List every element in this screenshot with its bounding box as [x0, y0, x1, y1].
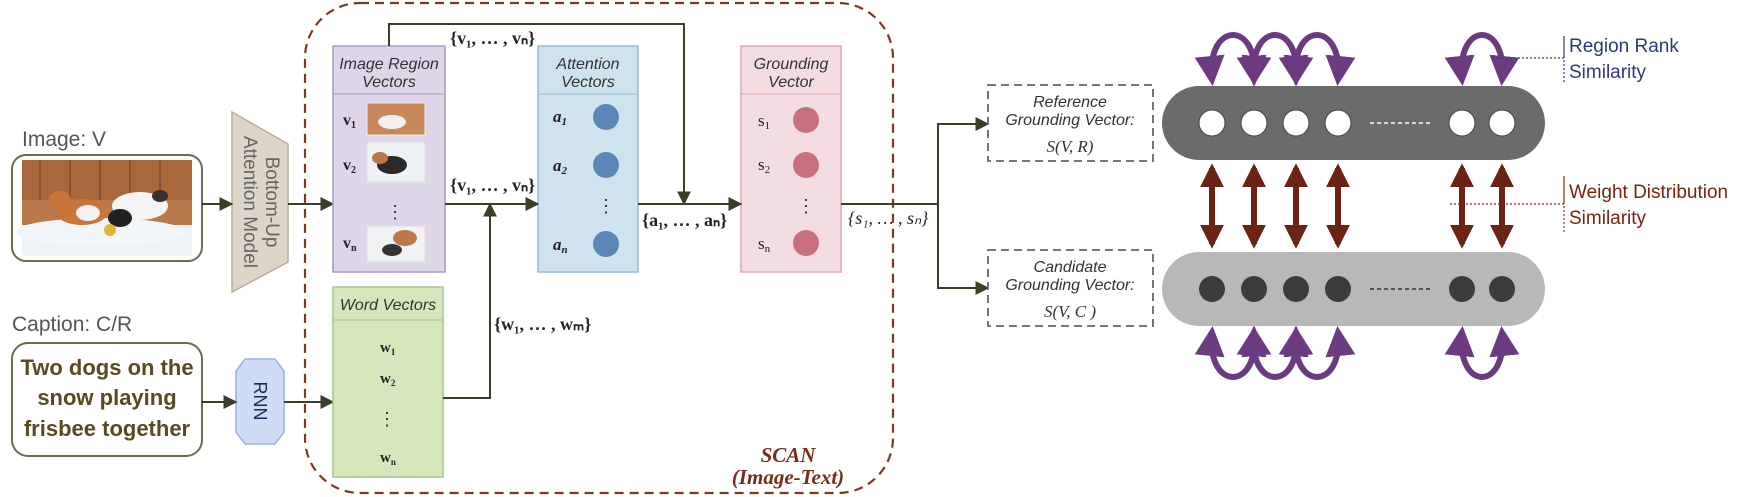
scan-subtitle: (Image-Text) — [732, 465, 844, 489]
svg-text:vn: vn — [343, 235, 357, 254]
grounding-title-2: Vector — [768, 74, 814, 91]
rnn-module — [235, 358, 285, 445]
set-v-mid: {v₁, … , vₙ} — [450, 175, 535, 195]
region-ellipsis: ⋮ — [386, 202, 404, 222]
reference-node-3 — [1282, 109, 1310, 137]
candidate-pill — [1162, 252, 1545, 326]
set-a: {a₁, … , aₙ} — [642, 210, 727, 230]
reference-node-5 — [1448, 109, 1476, 137]
word-vector-n: wn — [380, 450, 396, 467]
word-vectors-title: Word Vectors — [340, 297, 436, 314]
attention-ellipsis: ⋮ — [597, 196, 615, 216]
region-vector-1: v1 — [343, 102, 426, 136]
reference-node-6 — [1488, 109, 1516, 137]
caption-line-2: snow playing — [37, 385, 176, 410]
reference-line-1: Reference — [1033, 94, 1107, 111]
candidate-node-5 — [1449, 276, 1475, 302]
rank-arrow-bottom-2 — [1236, 326, 1314, 380]
attention-dot-1 — [593, 104, 619, 130]
caption-frame — [11, 342, 203, 457]
word-vector-1: w1 — [380, 340, 396, 357]
word-vector-2: w2 — [380, 371, 396, 388]
grounding-title-1: Grounding — [754, 56, 829, 73]
candidate-line-1: Candidate — [1034, 259, 1107, 276]
bottom-up-line-2: Attention Model — [239, 136, 260, 268]
grounding-dot-1 — [793, 107, 819, 133]
scan-title: SCAN — [761, 443, 817, 467]
image-label: Image: V — [22, 128, 106, 151]
attention-title-2: Vectors — [561, 74, 615, 91]
scan-frame — [303, 1, 895, 495]
caption-line-3: frisbee together — [24, 416, 191, 441]
reference-grounding-box — [987, 84, 1154, 162]
candidate-formula: S(V, C ) — [1044, 302, 1096, 321]
region-vector-n: vn — [343, 225, 426, 263]
grounding-dot-n — [793, 230, 819, 256]
set-s: {s₁, … , sₙ} — [848, 208, 929, 228]
attention-dot-2 — [593, 152, 619, 178]
rank-arrow-top-4 — [1444, 32, 1520, 86]
attention-an-label: an — [553, 235, 568, 256]
reference-node-2 — [1240, 109, 1268, 137]
candidate-node-4 — [1325, 276, 1351, 302]
attention-dot-n — [593, 231, 619, 257]
rank-arrow-top-3 — [1278, 32, 1356, 86]
reference-formula: S(V, R) — [1047, 137, 1094, 156]
reference-pill — [1162, 86, 1545, 160]
rank-arrow-bottom-3 — [1278, 326, 1356, 380]
caption-line-1: Two dogs on the — [20, 355, 193, 380]
bottom-up-attention-module — [231, 110, 289, 294]
rnn-label: RNN — [250, 382, 270, 421]
grounding-sn-label: sn — [758, 234, 771, 255]
attention-title-1: Attention — [555, 56, 619, 73]
weight-dist-line-1: Weight Distribution — [1569, 182, 1728, 203]
attention-a1-label: a1 — [553, 107, 567, 128]
attention-vectors-box — [537, 45, 639, 273]
weight-dist-connector — [1450, 176, 1565, 232]
reference-line-2: Grounding Vector: — [1005, 112, 1134, 129]
rank-arrow-top-1 — [1194, 32, 1272, 86]
caption-label: Caption: C/R — [12, 313, 132, 336]
bottom-up-line-1: Bottom-Up — [261, 157, 282, 248]
rank-arrow-bottom-1 — [1194, 326, 1272, 380]
candidate-node-2 — [1241, 276, 1267, 302]
word-ellipsis: ⋮ — [378, 409, 396, 429]
region-rank-line-2: Similarity — [1569, 62, 1647, 83]
candidate-node-3 — [1283, 276, 1309, 302]
weight-dist-line-2: Similarity — [1569, 208, 1647, 229]
grounding-ellipsis: ⋮ — [797, 196, 815, 216]
dog-photo — [15, 160, 192, 256]
word-to-attention-arrow — [443, 202, 497, 399]
candidate-line-2: Grounding Vector: — [1005, 277, 1134, 294]
word-vectors-box — [332, 286, 444, 478]
reference-node-4 — [1324, 109, 1352, 137]
reference-node-1 — [1198, 109, 1226, 137]
candidate-grounding-box — [987, 249, 1154, 327]
set-w: {w₁, … , wₘ} — [494, 314, 591, 334]
grounding-s2-label: s2 — [758, 155, 770, 176]
set-v-top: {v₁, … , vₙ} — [450, 28, 535, 48]
grounding-vector-box — [740, 45, 842, 273]
candidate-node-6 — [1489, 276, 1515, 302]
rank-arrow-bottom-4 — [1444, 326, 1520, 380]
region-title-2: Vectors — [362, 74, 416, 91]
svg-text:v1: v1 — [343, 112, 356, 131]
region-vector-2: v2 — [343, 141, 426, 183]
grounding-dot-2 — [793, 152, 819, 178]
svg-text:v2: v2 — [343, 157, 356, 176]
region-title-1: Image Region — [339, 56, 439, 73]
grounding-s1-label: s1 — [758, 111, 770, 132]
region-to-top-arrow — [388, 23, 691, 206]
rank-arrow-top-2 — [1236, 32, 1314, 86]
attention-a2-label: a2 — [553, 156, 568, 177]
region-rank-connector — [1498, 36, 1565, 82]
candidate-node-1 — [1199, 276, 1225, 302]
region-rank-line-1: Region Rank — [1569, 36, 1679, 57]
